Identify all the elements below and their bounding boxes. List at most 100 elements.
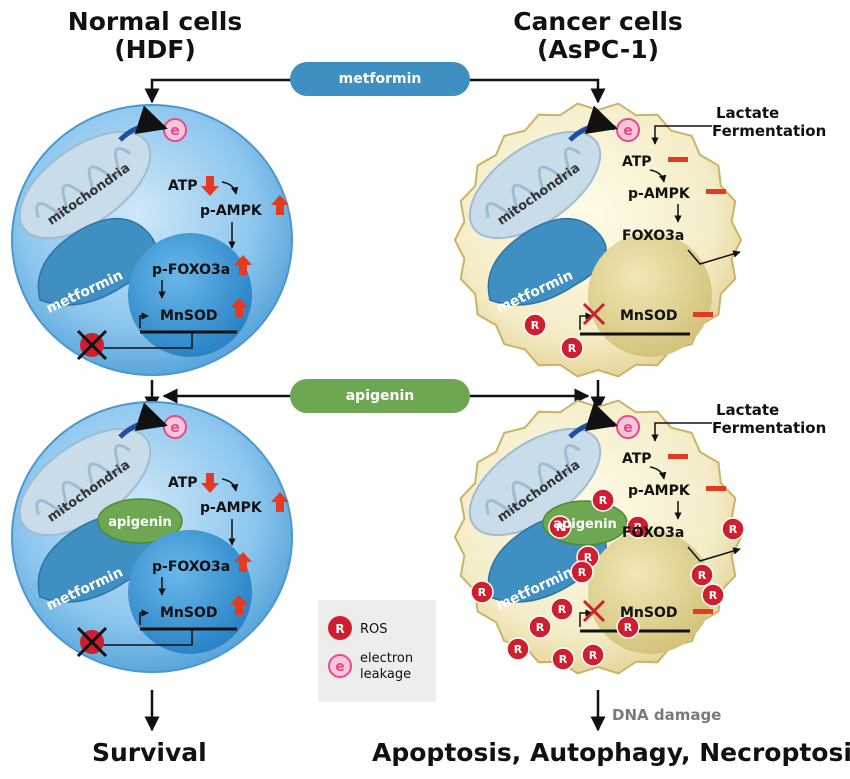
ros-scavenged-icon: [76, 329, 108, 361]
electron-leak-arrow: [118, 402, 168, 439]
apigenin-pill: apigenin: [290, 379, 470, 413]
nucleus: [588, 233, 712, 357]
ros-icon: R: [701, 583, 725, 607]
ros-icon: R: [528, 615, 552, 639]
p-ampk-label: p-AMPK: [200, 500, 263, 516]
increase-arrows: [201, 176, 289, 318]
ros-icon: R: [616, 615, 640, 639]
svg-text:R: R: [589, 649, 598, 662]
atp-label: ATP: [168, 178, 198, 194]
legend-electron-label: electron: [360, 651, 413, 666]
apigenin-molecule: [97, 498, 183, 544]
metformin-connector: [144, 78, 606, 104]
ros-icon: R: [570, 560, 594, 584]
apigenin-label: apigenin: [108, 515, 172, 530]
legend-ros-label: ROS: [360, 622, 388, 637]
nucleus: [128, 530, 252, 654]
cancer-outcome: Apoptosis, Autophagy, Necroptosis: [372, 738, 850, 767]
svg-text:R: R: [584, 551, 593, 564]
metformin-molecule: [37, 218, 157, 306]
ros-icon: R: [470, 580, 494, 604]
p-ampk-label: p-AMPK: [628, 483, 691, 499]
no-change-dashes: [668, 157, 726, 317]
ros-scavenged-icon: [76, 626, 108, 658]
svg-text:R: R: [478, 586, 487, 599]
transcription-blocked-icon: [582, 599, 606, 623]
electron-label: e: [170, 123, 180, 139]
cancer-cells-title: Cancer cells(AsPC-1): [513, 7, 683, 64]
lactate-label: Lactate: [716, 401, 779, 419]
svg-text:R: R: [536, 621, 545, 634]
mnsod-label: MnSOD: [160, 308, 218, 324]
no-change-dashes: [668, 454, 726, 614]
nucleus: [128, 233, 252, 357]
ros-icon: R: [560, 336, 584, 360]
mnsod-label: MnSOD: [160, 605, 218, 621]
p-foxo3a-label: p-FOXO3a: [152, 559, 230, 575]
apigenin-connector: [144, 380, 606, 412]
svg-text:R: R: [599, 494, 608, 507]
metformin-molecule: [487, 218, 607, 306]
metformin-pill: metformin: [290, 62, 470, 96]
ros-icon: R: [690, 563, 714, 587]
legend: R ROS e electron leakage: [318, 600, 436, 702]
ros-icon: R: [626, 515, 650, 539]
foxo3a-label: FOXO3a: [622, 228, 684, 244]
ros-icon: R: [551, 647, 575, 671]
svg-text:R: R: [558, 603, 567, 616]
ros-icon: R: [721, 517, 745, 541]
electron-label: e: [623, 420, 633, 436]
svg-text:R: R: [698, 569, 707, 582]
ros-icon: R: [548, 515, 572, 539]
mitochondria-organelle: [468, 130, 602, 240]
atp-label: ATP: [622, 154, 652, 170]
fermentation-label: Fermentation: [712, 419, 826, 437]
nucleus: [588, 530, 712, 654]
svg-text:R: R: [624, 621, 633, 634]
svg-text:R: R: [531, 319, 540, 332]
svg-text:R: R: [709, 589, 718, 602]
fermentation-label: Fermentation: [712, 122, 826, 140]
ros-icon: R: [550, 597, 574, 621]
normal-cells-title: Normal cells(HDF): [67, 7, 243, 64]
mitochondria-organelle: [18, 130, 152, 240]
ros-icon: R: [581, 643, 605, 667]
mnsod-label: MnSOD: [620, 605, 678, 621]
electron-leak-arrow: [568, 105, 618, 142]
svg-text:R: R: [634, 521, 643, 534]
p-foxo3a-label: p-FOXO3a: [152, 262, 230, 278]
ros-icon: R: [523, 313, 547, 337]
apigenin-label: apigenin: [553, 517, 617, 532]
atp-label: ATP: [622, 451, 652, 467]
dna-damage-label: DNA damage: [612, 706, 721, 724]
electron-leak-arrow: [118, 105, 168, 142]
mnsod-label: MnSOD: [620, 308, 678, 324]
legend-ros-icon: R: [328, 616, 352, 640]
svg-text:R: R: [556, 521, 565, 534]
atp-label: ATP: [168, 475, 198, 491]
svg-text:R: R: [578, 566, 587, 579]
p-ampk-label: p-AMPK: [200, 203, 263, 219]
svg-text:R: R: [729, 523, 738, 536]
foxo3a-label: FOXO3a: [622, 525, 684, 541]
ros-icon: R: [591, 488, 615, 512]
svg-text:R: R: [335, 622, 344, 636]
normal-cell-top: mitochondria metformin e ATP p-AMPK p-FO…: [11, 104, 293, 376]
legend-leakage-label: leakage: [360, 667, 411, 682]
normal-cell-bottom: mitochondria metformin apigenin e ATP p-…: [11, 401, 293, 673]
cancer-cell-top: RR mitochondria metformin e ATP p-AMPK F…: [453, 102, 826, 378]
ros-icon: R: [506, 637, 530, 661]
increase-arrows: [201, 473, 289, 615]
transcription-blocked-icon: [582, 302, 606, 326]
electron-label: e: [623, 123, 633, 139]
survival-outcome: Survival: [92, 738, 207, 767]
lactate-label: Lactate: [716, 104, 779, 122]
p-ampk-label: p-AMPK: [628, 186, 691, 202]
svg-text:R: R: [568, 342, 577, 355]
electron-label: e: [170, 420, 180, 436]
svg-text:R: R: [559, 653, 568, 666]
svg-text:R: R: [514, 643, 523, 656]
